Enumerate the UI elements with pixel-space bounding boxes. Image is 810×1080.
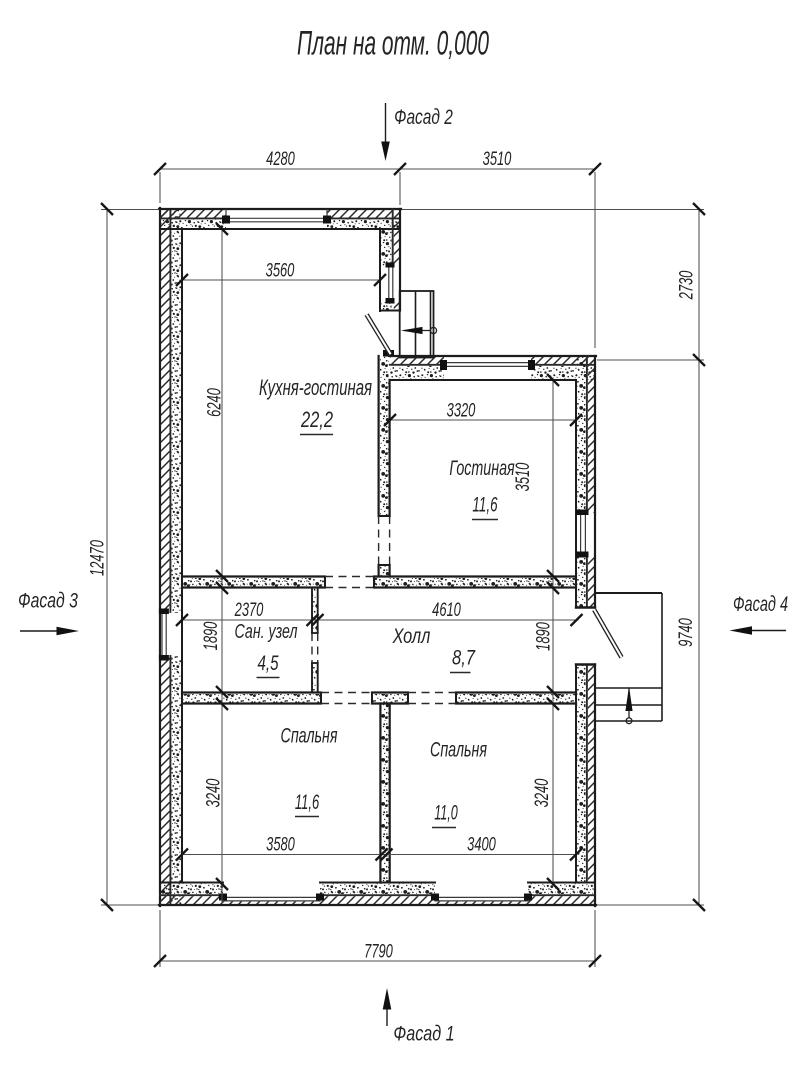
svg-text:Холл: Холл (392, 624, 431, 647)
svg-text:3400: 3400 (467, 834, 496, 855)
svg-text:6240: 6240 (204, 388, 225, 417)
svg-text:1890: 1890 (533, 622, 554, 651)
svg-text:План на отм. 0,000: План на отм. 0,000 (297, 23, 489, 62)
svg-text:3240: 3240 (203, 779, 224, 808)
svg-text:4610: 4610 (432, 600, 461, 621)
svg-text:9740: 9740 (676, 618, 697, 647)
svg-text:1890: 1890 (201, 622, 222, 651)
svg-text:2730: 2730 (676, 271, 697, 301)
svg-text:4280: 4280 (266, 149, 295, 170)
svg-text:11,0: 11,0 (434, 800, 458, 824)
svg-text:22,2: 22,2 (300, 408, 333, 433)
svg-text:11,6: 11,6 (295, 790, 320, 814)
svg-text:Фасад 4: Фасад 4 (733, 591, 788, 616)
svg-text:2370: 2370 (234, 600, 264, 621)
svg-text:Спальня: Спальня (430, 738, 487, 761)
svg-text:7790: 7790 (364, 941, 393, 962)
svg-text:3240: 3240 (532, 779, 553, 808)
svg-text:3510: 3510 (483, 149, 512, 170)
svg-text:Сан. узел: Сан. узел (235, 620, 298, 643)
svg-text:8,7: 8,7 (452, 647, 476, 670)
svg-text:3320: 3320 (447, 400, 476, 421)
svg-text:3560: 3560 (266, 260, 295, 281)
svg-text:12470: 12470 (87, 540, 108, 576)
svg-text:11,6: 11,6 (472, 492, 497, 516)
svg-text:Спальня: Спальня (281, 724, 338, 747)
svg-text:Гостиная: Гостиная (449, 456, 515, 479)
svg-text:Фасад 1: Фасад 1 (393, 1022, 454, 1046)
svg-text:Фасад 2: Фасад 2 (394, 104, 453, 128)
svg-text:Фасад 3: Фасад 3 (18, 588, 78, 612)
svg-text:4,5: 4,5 (257, 650, 279, 674)
svg-text:3580: 3580 (266, 834, 295, 855)
svg-text:Кухня-гостиная: Кухня-гостиная (259, 375, 372, 400)
svg-text:3510: 3510 (513, 463, 534, 492)
